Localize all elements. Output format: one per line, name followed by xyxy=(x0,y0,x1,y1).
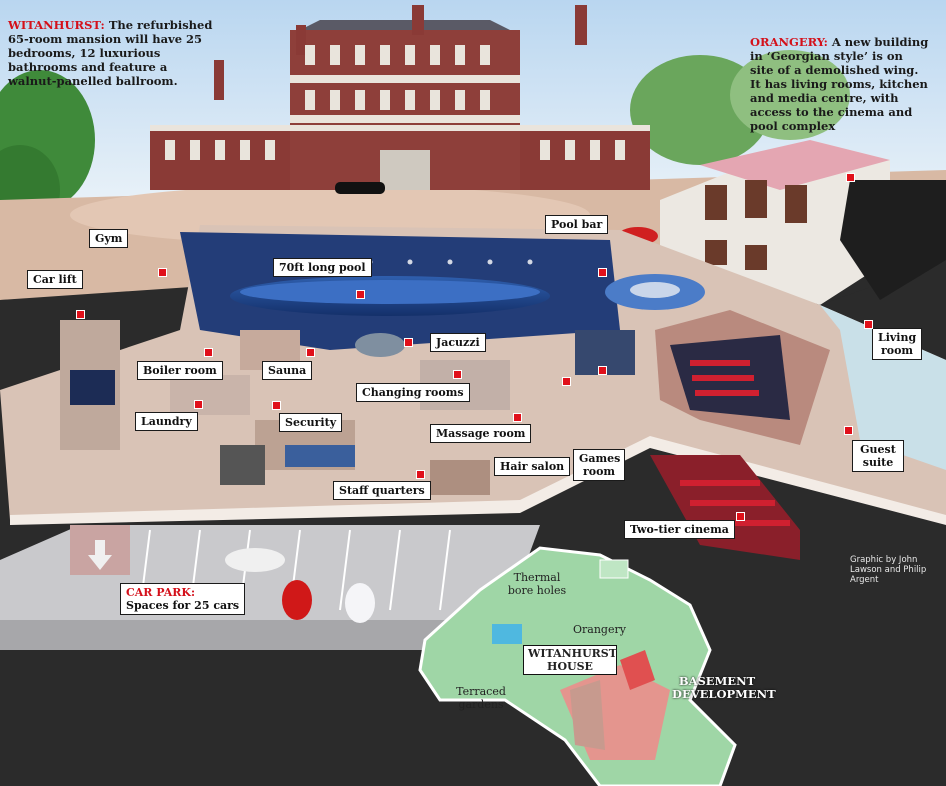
label-massage-room: Massage room xyxy=(430,424,532,443)
label-jacuzzi: Jacuzzi xyxy=(430,333,486,352)
orangery-building xyxy=(618,140,890,305)
map-terraced-gardens: Terraced gardens xyxy=(456,685,506,711)
label-laundry: Laundry xyxy=(135,412,198,431)
mansion xyxy=(150,5,650,194)
marker-living-room xyxy=(864,320,873,329)
orangery-note-text: A new building in ‘Georgian style’ is on… xyxy=(750,35,929,133)
map-orangery: Orangery xyxy=(573,623,626,636)
label-changing-rooms: Changing rooms xyxy=(356,383,470,402)
map-basement-development: BASEMENT DEVELOPMENT xyxy=(672,674,776,701)
map-thermal-bore-holes: Thermal bore holes xyxy=(507,571,567,597)
label-guest-suite: Guest suite xyxy=(852,440,904,472)
car-park-heading: CAR PARK: xyxy=(126,586,196,599)
label-security: Security xyxy=(279,413,343,432)
marker-security xyxy=(272,401,281,410)
witanhurst-note-text: The refurbished 65-room mansion will hav… xyxy=(8,18,213,88)
witanhurst-note: WITANHURST: The refurbished 65-room mans… xyxy=(8,18,213,88)
rooms xyxy=(60,320,635,495)
marker-games-room xyxy=(598,366,607,375)
orangery-note: ORANGERY: A new building in ‘Georgian st… xyxy=(750,35,930,133)
marker-orangery xyxy=(846,173,855,182)
label-boiler-room: Boiler room xyxy=(137,361,223,380)
label-gym: Gym xyxy=(89,229,129,248)
marker-gym xyxy=(158,268,167,277)
map-witanhurst-house: WITANHURST HOUSE xyxy=(523,645,617,675)
witanhurst-note-heading: WITANHURST: xyxy=(8,18,105,32)
marker-cinema xyxy=(736,512,745,521)
marker-boiler-room xyxy=(204,348,213,357)
label-hair-salon: Hair salon xyxy=(494,457,571,476)
label-pool-bar: Pool bar xyxy=(545,215,609,234)
marker-pool-bar xyxy=(598,268,607,277)
marker-laundry xyxy=(194,400,203,409)
marker-sauna xyxy=(306,348,315,357)
marker-changing-rooms xyxy=(453,370,462,379)
label-living-room: Living room xyxy=(872,328,922,360)
marker-pool xyxy=(356,290,365,299)
label-sauna: Sauna xyxy=(262,361,313,380)
graphic-credit: Graphic by John Lawson and Philip Argent xyxy=(850,555,927,585)
marker-staff-quarters xyxy=(416,470,425,479)
trees xyxy=(0,50,850,235)
marker-jacuzzi xyxy=(404,338,413,347)
label-pool: 70ft long pool xyxy=(273,258,372,277)
orangery-note-heading: ORANGERY: xyxy=(750,35,828,49)
marker-hair-salon xyxy=(562,377,571,386)
cinema xyxy=(650,310,830,560)
label-two-tier-cinema: Two-tier cinema xyxy=(624,520,735,539)
marker-car-lift xyxy=(76,310,85,319)
marker-massage-room xyxy=(513,413,522,422)
label-games-room: Games room xyxy=(573,449,625,481)
label-staff-quarters: Staff quarters xyxy=(333,481,431,500)
car-park-text: Spaces for 25 cars xyxy=(126,599,240,612)
label-car-park: CAR PARK: Spaces for 25 cars xyxy=(120,583,246,615)
marker-guest-suite xyxy=(844,426,853,435)
label-car-lift: Car lift xyxy=(27,270,83,289)
